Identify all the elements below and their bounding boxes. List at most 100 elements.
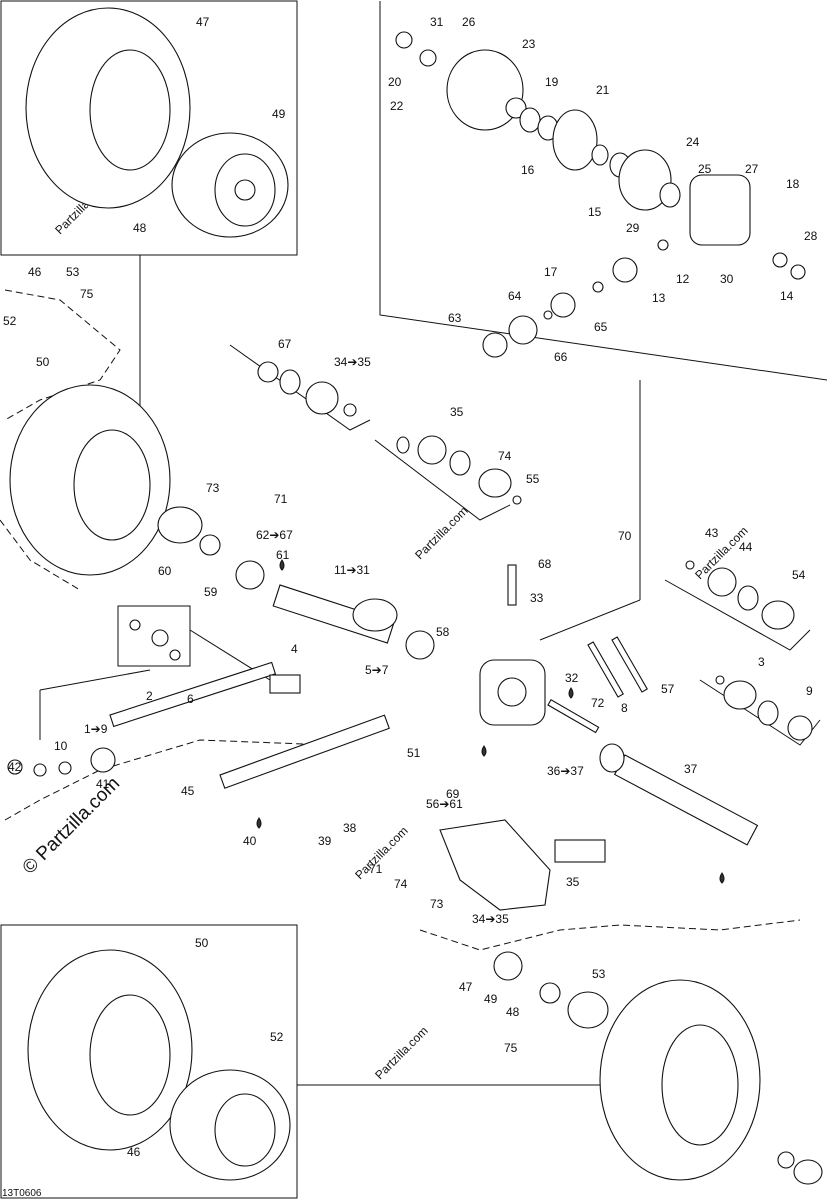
watermark-text: Partzilla.com	[412, 504, 470, 562]
callout-label: 48	[506, 1005, 520, 1019]
callout-label: 49	[272, 107, 286, 121]
callout-label: 46	[28, 265, 42, 279]
callout-label: 8	[621, 701, 628, 715]
callout-label: 27	[745, 162, 759, 176]
callout-label: 4	[291, 642, 298, 656]
connection-lines	[0, 255, 821, 1086]
callout-label: 44	[739, 540, 753, 554]
callout-label: 63	[448, 311, 462, 325]
callout-label: 34➔35	[334, 355, 371, 369]
callout-label: 69	[446, 787, 460, 801]
callout-label: 45	[181, 784, 195, 798]
callout-label: 73	[430, 897, 444, 911]
callout-label: 75	[80, 287, 94, 301]
callout-label: 38	[343, 821, 357, 835]
callout-label: 23	[522, 37, 536, 51]
callout-label: 35	[566, 875, 580, 889]
callout-label: 1➔9	[84, 722, 108, 736]
callout-label: 35	[450, 405, 464, 419]
callout-label: 46	[127, 1145, 141, 1159]
u-joint-box	[117, 605, 191, 667]
callout-label: 60	[158, 564, 172, 578]
callout-label: 54	[792, 568, 806, 582]
callout-label: 52	[270, 1030, 284, 1044]
rim-hub	[214, 1093, 276, 1167]
callout-labels: 47 49 48 46 53 75 52 50 31 26 23 20 19 2…	[3, 15, 818, 1159]
front-drive-shaft	[109, 661, 277, 728]
watermark-text: Partzilla.com	[372, 1024, 430, 1082]
callout-label: 26	[462, 15, 476, 29]
callout-label: 33	[530, 591, 544, 605]
right-seal	[599, 743, 625, 773]
drive-shafts	[109, 564, 759, 846]
skid-plate	[439, 819, 551, 911]
gearbox-cover	[446, 49, 524, 131]
callout-label: 16	[521, 163, 535, 177]
callout-label: 34➔35	[472, 912, 509, 926]
callout-label: 6	[187, 692, 194, 706]
middle-cv-kits	[257, 361, 522, 505]
bottom-left-wheel-box	[0, 924, 298, 1199]
callout-label: 40	[243, 834, 257, 848]
seal	[199, 534, 221, 556]
tire-inner	[661, 1024, 739, 1146]
callout-label: 58	[436, 625, 450, 639]
hub-flange	[567, 991, 609, 1029]
u-joint-parts	[7, 619, 301, 777]
callout-label: 20	[388, 75, 402, 89]
callout-label: 73	[206, 481, 220, 495]
callout-label: 68	[538, 557, 552, 571]
callout-label: 22	[390, 99, 404, 113]
callout-label: 47	[459, 980, 473, 994]
callout-label: 75	[504, 1041, 518, 1055]
front-differential	[479, 636, 648, 734]
tire-inner	[73, 429, 151, 541]
callout-label: 29	[626, 221, 640, 235]
bearing	[235, 560, 265, 590]
callout-label: 41	[96, 777, 110, 791]
callout-label: 53	[592, 967, 606, 981]
callout-label: 18	[786, 177, 800, 191]
partzilla-mark: © Partzilla.com	[19, 773, 124, 878]
callout-label: 70	[618, 529, 632, 543]
callout-label: 12	[676, 272, 690, 286]
callout-label: 52	[3, 314, 17, 328]
callout-label: 37	[684, 762, 698, 776]
callout-label: 10	[54, 739, 68, 753]
drops	[256, 559, 725, 884]
tire-inner	[89, 49, 171, 171]
bottom-wheel-assembly	[27, 949, 291, 1181]
callout-label: 67	[278, 337, 292, 351]
hub-flange	[157, 506, 203, 544]
callout-label: 57	[661, 682, 675, 696]
gearbox-housing	[689, 174, 751, 246]
diagram-code: 13T0606	[2, 1188, 42, 1199]
callout-label: 28	[804, 229, 818, 243]
callout-label: 66	[554, 350, 568, 364]
callout-label: 43	[705, 526, 719, 540]
callout-label: 15	[588, 205, 602, 219]
gearbox-parts	[395, 31, 806, 358]
callout-label: 24	[686, 135, 700, 149]
callout-label: 14	[780, 289, 794, 303]
tire-inner	[89, 994, 171, 1116]
seal-ring	[405, 630, 435, 660]
callout-label: 21	[596, 83, 610, 97]
callout-label: 2	[146, 689, 153, 703]
top-wheel-assembly	[25, 7, 289, 238]
callout-label: 64	[508, 289, 522, 303]
callout-label: 55	[526, 472, 540, 486]
callout-label: 9	[806, 684, 813, 698]
warning-label	[554, 839, 606, 863]
callout-label: 74	[498, 449, 512, 463]
right-cv-kits	[685, 560, 813, 741]
callout-label: 53	[66, 265, 80, 279]
rim-center	[234, 179, 256, 201]
callout-label: 13	[652, 291, 666, 305]
callout-label: 71	[274, 492, 288, 506]
skid-plate-group	[439, 819, 606, 911]
callout-label: 32	[565, 671, 579, 685]
callout-label: 56➔61	[426, 797, 463, 811]
